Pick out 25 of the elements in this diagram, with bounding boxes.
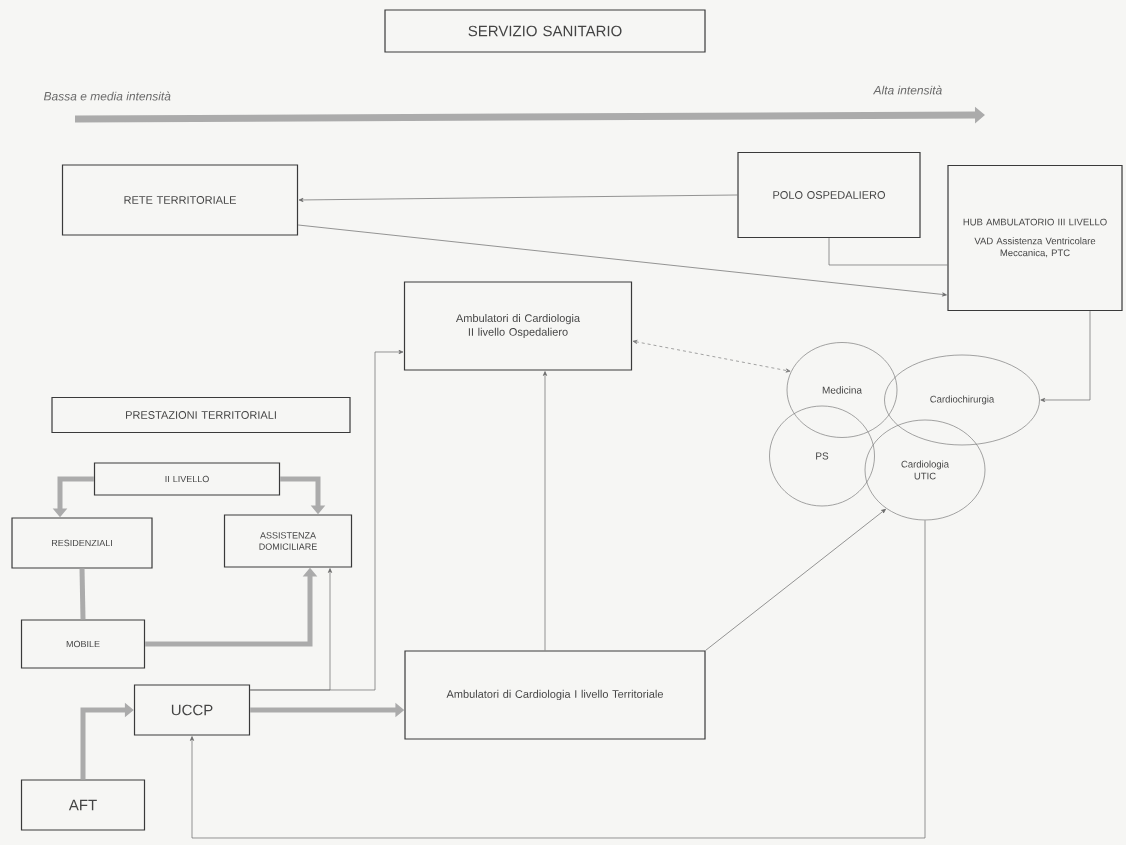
process-box: II LIVELLO (93, 462, 281, 496)
process-box: AFT (20, 779, 146, 831)
process-box: HUB AMBULATORIO III LIVELLO VAD Assistenza Ventricolare Meccanica, PTC (947, 164, 1123, 312)
arrow (298, 194, 738, 202)
process-box: POLO OSPEDALIERO (737, 151, 921, 239)
arrow (297, 224, 947, 297)
arrow (189, 520, 926, 839)
arrow (542, 371, 548, 651)
block-arrow (80, 702, 134, 780)
arrow (632, 339, 791, 373)
arrow (249, 349, 404, 691)
scale-label: Alta intensità (872, 85, 942, 95)
arrow (705, 508, 886, 651)
process-box: PRESTAZIONI TERRITORIALI (51, 396, 351, 434)
scale-label: Bassa e media intensità (43, 91, 171, 101)
process-box: Ambulatori di Cardiologia II livello Ospedaliero (403, 281, 633, 371)
process-box: Ambulatori di Cardiologia I livello Territoriale (404, 650, 706, 740)
process-box: UCCP (133, 684, 251, 736)
process-box: ASSISTENZA DOMICILIARE (223, 514, 353, 568)
process-box: MOBILE (20, 619, 146, 669)
process-box: SERVIZIO SANITARIO (384, 9, 706, 53)
process-box: RESIDENZIALI (11, 517, 153, 569)
process-box: RETE TERRITORIALE (61, 164, 299, 236)
connector-line (828, 237, 948, 266)
arrow (1040, 310, 1091, 403)
